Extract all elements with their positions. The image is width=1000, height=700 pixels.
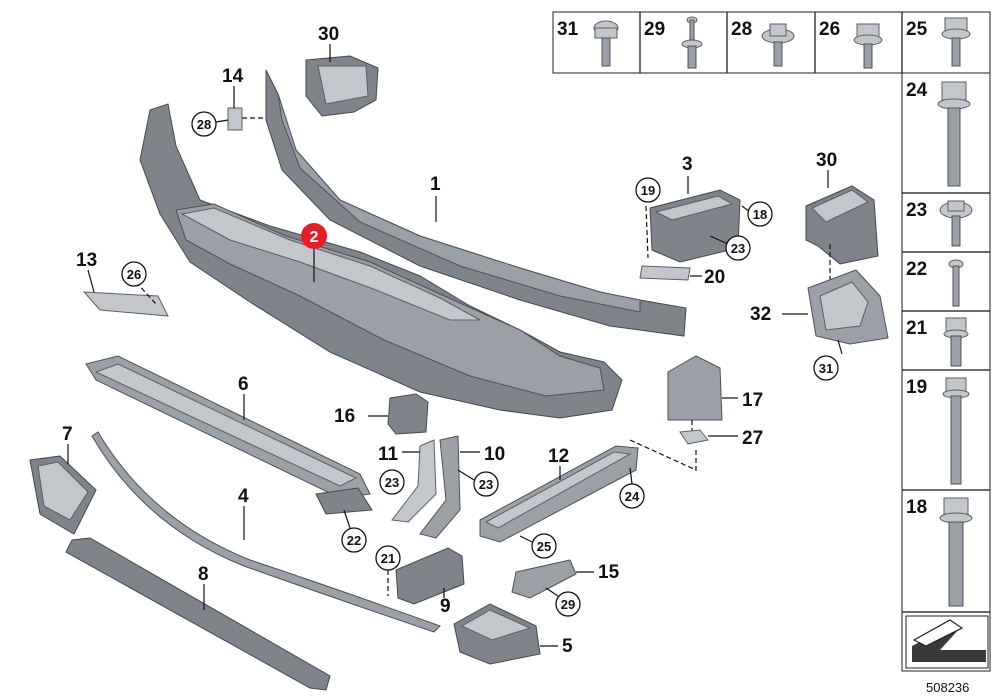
callout-20: 20 xyxy=(704,267,725,288)
svg-text:18: 18 xyxy=(753,207,767,222)
part-14-clip xyxy=(227,86,268,131)
part-16-block xyxy=(368,393,429,435)
rivet-29-icon xyxy=(681,16,703,69)
circled-ref-23-b: 23 xyxy=(379,469,405,495)
callout-30-top: 30 xyxy=(318,24,339,45)
circled-ref-31: 31 xyxy=(813,355,839,381)
callout-13: 13 xyxy=(76,250,97,271)
callout-1: 1 xyxy=(430,174,441,195)
table-label-22: 22 xyxy=(906,259,927,280)
part-5-block xyxy=(453,603,558,665)
table-label-25: 25 xyxy=(906,19,928,40)
screw-25-icon xyxy=(941,17,971,67)
part-7-bracket xyxy=(29,444,97,535)
callout-3: 3 xyxy=(682,154,693,175)
circled-ref-21: 21 xyxy=(375,545,401,596)
fastener-table: 31 29 28 26 25 24 23 22 21 19 18 xyxy=(552,11,991,672)
part-1-bumper-beam xyxy=(265,69,687,337)
callout-12: 12 xyxy=(548,446,569,467)
circled-ref-19: 19 xyxy=(635,177,661,203)
part-32-bracket xyxy=(782,269,889,355)
callout-9: 9 xyxy=(440,596,451,617)
circled-ref-29: 29 xyxy=(545,587,581,617)
part-2-absorber xyxy=(139,103,623,419)
table-label-23: 23 xyxy=(906,200,927,221)
part-11-bracket xyxy=(391,439,437,523)
callout-15: 15 xyxy=(598,562,620,583)
screw-28-icon xyxy=(761,23,795,67)
svg-text:26: 26 xyxy=(127,267,141,282)
callout-11: 11 xyxy=(378,444,399,465)
table-label-26: 26 xyxy=(819,19,840,40)
bolt-19-icon xyxy=(942,377,970,485)
callout-6: 6 xyxy=(238,374,249,395)
bolt-18-icon xyxy=(939,497,973,607)
screw-23-icon xyxy=(939,200,973,247)
circled-ref-23-c: 23 xyxy=(457,469,499,497)
direction-arrow-icon xyxy=(905,615,989,669)
callout-32: 32 xyxy=(750,304,771,325)
part-10-bracket xyxy=(419,435,480,539)
circled-ref-23-a: 23 xyxy=(725,235,751,261)
svg-text:21: 21 xyxy=(381,551,395,566)
svg-text:22: 22 xyxy=(347,533,361,548)
svg-text:24: 24 xyxy=(625,489,640,504)
circled-ref-25: 25 xyxy=(519,533,557,559)
table-label-31: 31 xyxy=(557,19,579,40)
part-12-rail xyxy=(479,439,697,543)
table-label-19: 19 xyxy=(906,377,927,398)
circled-ref-26: 26 xyxy=(121,261,147,287)
callout-4: 4 xyxy=(238,486,249,507)
svg-text:25: 25 xyxy=(537,539,551,554)
table-label-21: 21 xyxy=(906,318,928,339)
bolt-21-icon xyxy=(943,317,969,367)
rivet-22-icon xyxy=(948,259,964,307)
callout-27: 27 xyxy=(742,428,763,449)
callout-10: 10 xyxy=(484,444,505,465)
part-6-rail xyxy=(85,355,373,515)
circled-ref-18: 18 xyxy=(747,201,773,227)
callout-14: 14 xyxy=(222,66,244,87)
reference-number: 508236 xyxy=(926,680,969,695)
table-label-18: 18 xyxy=(906,497,927,518)
table-label-24: 24 xyxy=(906,80,928,101)
circled-ref-28: 28 xyxy=(191,111,229,137)
part-30-top-bracket xyxy=(305,44,379,117)
part-15-bracket xyxy=(511,559,594,599)
table-label-28: 28 xyxy=(731,19,752,40)
part-13-bracket xyxy=(82,269,169,317)
svg-text:23: 23 xyxy=(385,475,399,490)
svg-text:19: 19 xyxy=(641,183,655,198)
callout-16: 16 xyxy=(334,406,355,427)
svg-text:23: 23 xyxy=(479,477,493,492)
svg-text:29: 29 xyxy=(561,597,575,612)
callout-30-right: 30 xyxy=(816,150,837,171)
part-4-strip xyxy=(91,431,441,633)
part-8-strip xyxy=(65,537,331,691)
marker-2: 2 xyxy=(301,223,327,249)
callout-17: 17 xyxy=(742,390,763,411)
svg-text:31: 31 xyxy=(819,361,833,376)
svg-text:23: 23 xyxy=(731,241,745,256)
screw-31-icon xyxy=(593,20,619,67)
screw-26-icon xyxy=(853,23,883,69)
callout-7: 7 xyxy=(62,424,73,445)
circled-ref-22: 22 xyxy=(341,509,367,553)
svg-text:28: 28 xyxy=(197,117,211,132)
marker-2-label: 2 xyxy=(310,229,319,246)
callout-5: 5 xyxy=(562,636,573,657)
part-27-clip xyxy=(679,429,738,445)
circled-ref-24: 24 xyxy=(619,467,645,509)
part-3-bracket xyxy=(645,176,751,263)
table-label-29: 29 xyxy=(644,19,665,40)
callout-8: 8 xyxy=(198,564,209,585)
part-9-block xyxy=(395,547,465,605)
part-20-strip xyxy=(639,265,702,281)
part-17-bracket xyxy=(667,355,738,436)
bolt-24-icon xyxy=(937,81,971,187)
part-30-right-bracket xyxy=(805,170,879,282)
